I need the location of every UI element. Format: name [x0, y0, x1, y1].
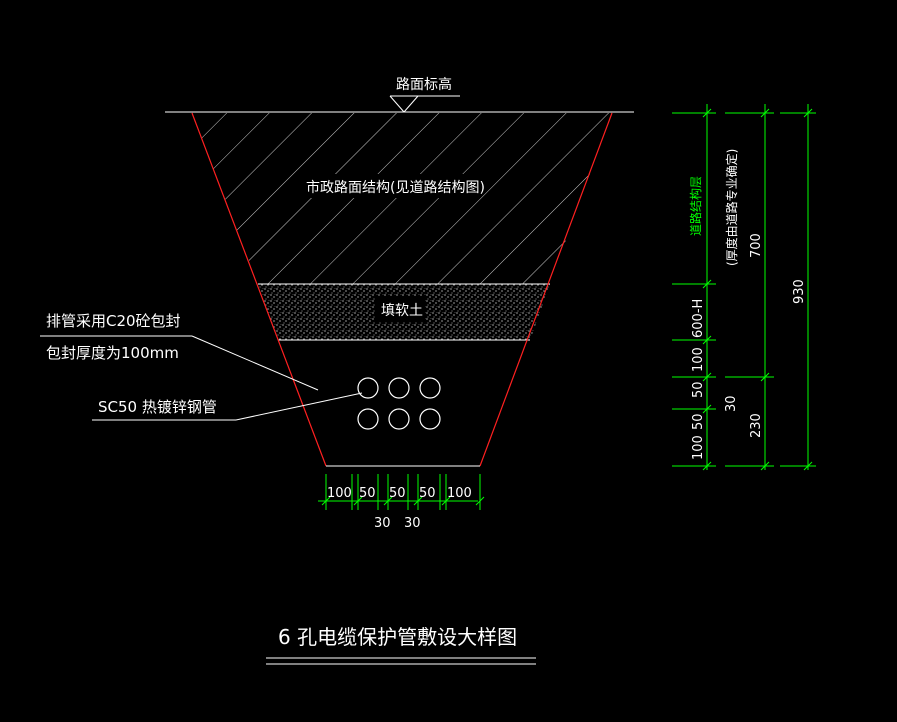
dim-label: 930 — [792, 279, 807, 304]
dim-label: 50 — [359, 486, 376, 501]
road-layer-note: (厚度由道路专业确定) — [724, 149, 739, 266]
encasement-note-line1: 排管采用C20砼包封 — [46, 312, 181, 330]
dim-label: 30 — [404, 516, 421, 531]
pipe-group — [357, 377, 441, 430]
pipe-spec-leader: SC50 热镀锌钢管 — [92, 392, 363, 421]
dim-label: 100 — [447, 486, 472, 501]
pipe-circle — [357, 408, 379, 430]
road-structure-label-mask — [300, 174, 464, 198]
backfill-label: 填软土 — [381, 303, 423, 319]
pipe-circle — [419, 408, 441, 430]
road-elevation-label: 路面标高 — [396, 76, 452, 93]
road-structure-label: 市政路面结构(见道路结构图) — [306, 179, 485, 196]
road-structure-hatch — [192, 113, 612, 284]
elevation-marker: 路面标高 — [389, 76, 460, 113]
dim-label: 30 — [724, 395, 739, 412]
title-text: 6 孔电缆保护管敷设大样图 — [278, 625, 517, 649]
trench-right-edge — [479, 112, 613, 467]
dim-label: 50 — [691, 381, 706, 398]
dim-label: 50 — [419, 486, 436, 501]
pipe-spec-label: SC50 热镀锌钢管 — [98, 398, 217, 416]
right-dimensions — [672, 104, 816, 471]
dim-label: 100 — [691, 347, 706, 372]
right-dim-labels: 600-H 100 50 50 100 30 700 230 930 道路结构层… — [688, 149, 807, 460]
dim-label: 700 — [749, 233, 764, 258]
pipe-circle — [419, 377, 441, 399]
drawing-title: 6 孔电缆保护管敷设大样图 — [266, 625, 536, 665]
dim-label: 100 — [691, 435, 706, 460]
dim-label: 230 — [749, 413, 764, 438]
dim-label: 600-H — [691, 299, 706, 338]
dim-label: 30 — [374, 516, 391, 531]
dim-label: 50 — [691, 413, 706, 430]
pipe-circle — [357, 377, 379, 399]
pipe-circle — [388, 377, 410, 399]
dim-label: 100 — [327, 486, 352, 501]
encasement-leader: 排管采用C20砼包封 包封厚度为100mm — [40, 312, 319, 391]
road-layer-name: 道路结构层 — [688, 176, 703, 236]
bottom-dimensions — [318, 474, 485, 510]
encasement-note-line2: 包封厚度为100mm — [46, 344, 179, 362]
trench-left-edge — [191, 112, 327, 467]
pipe-circle — [388, 408, 410, 430]
backfill-label-mask — [375, 296, 425, 322]
dim-label: 50 — [389, 486, 406, 501]
bottom-dim-labels: 100 50 50 50 100 30 30 — [327, 486, 472, 531]
